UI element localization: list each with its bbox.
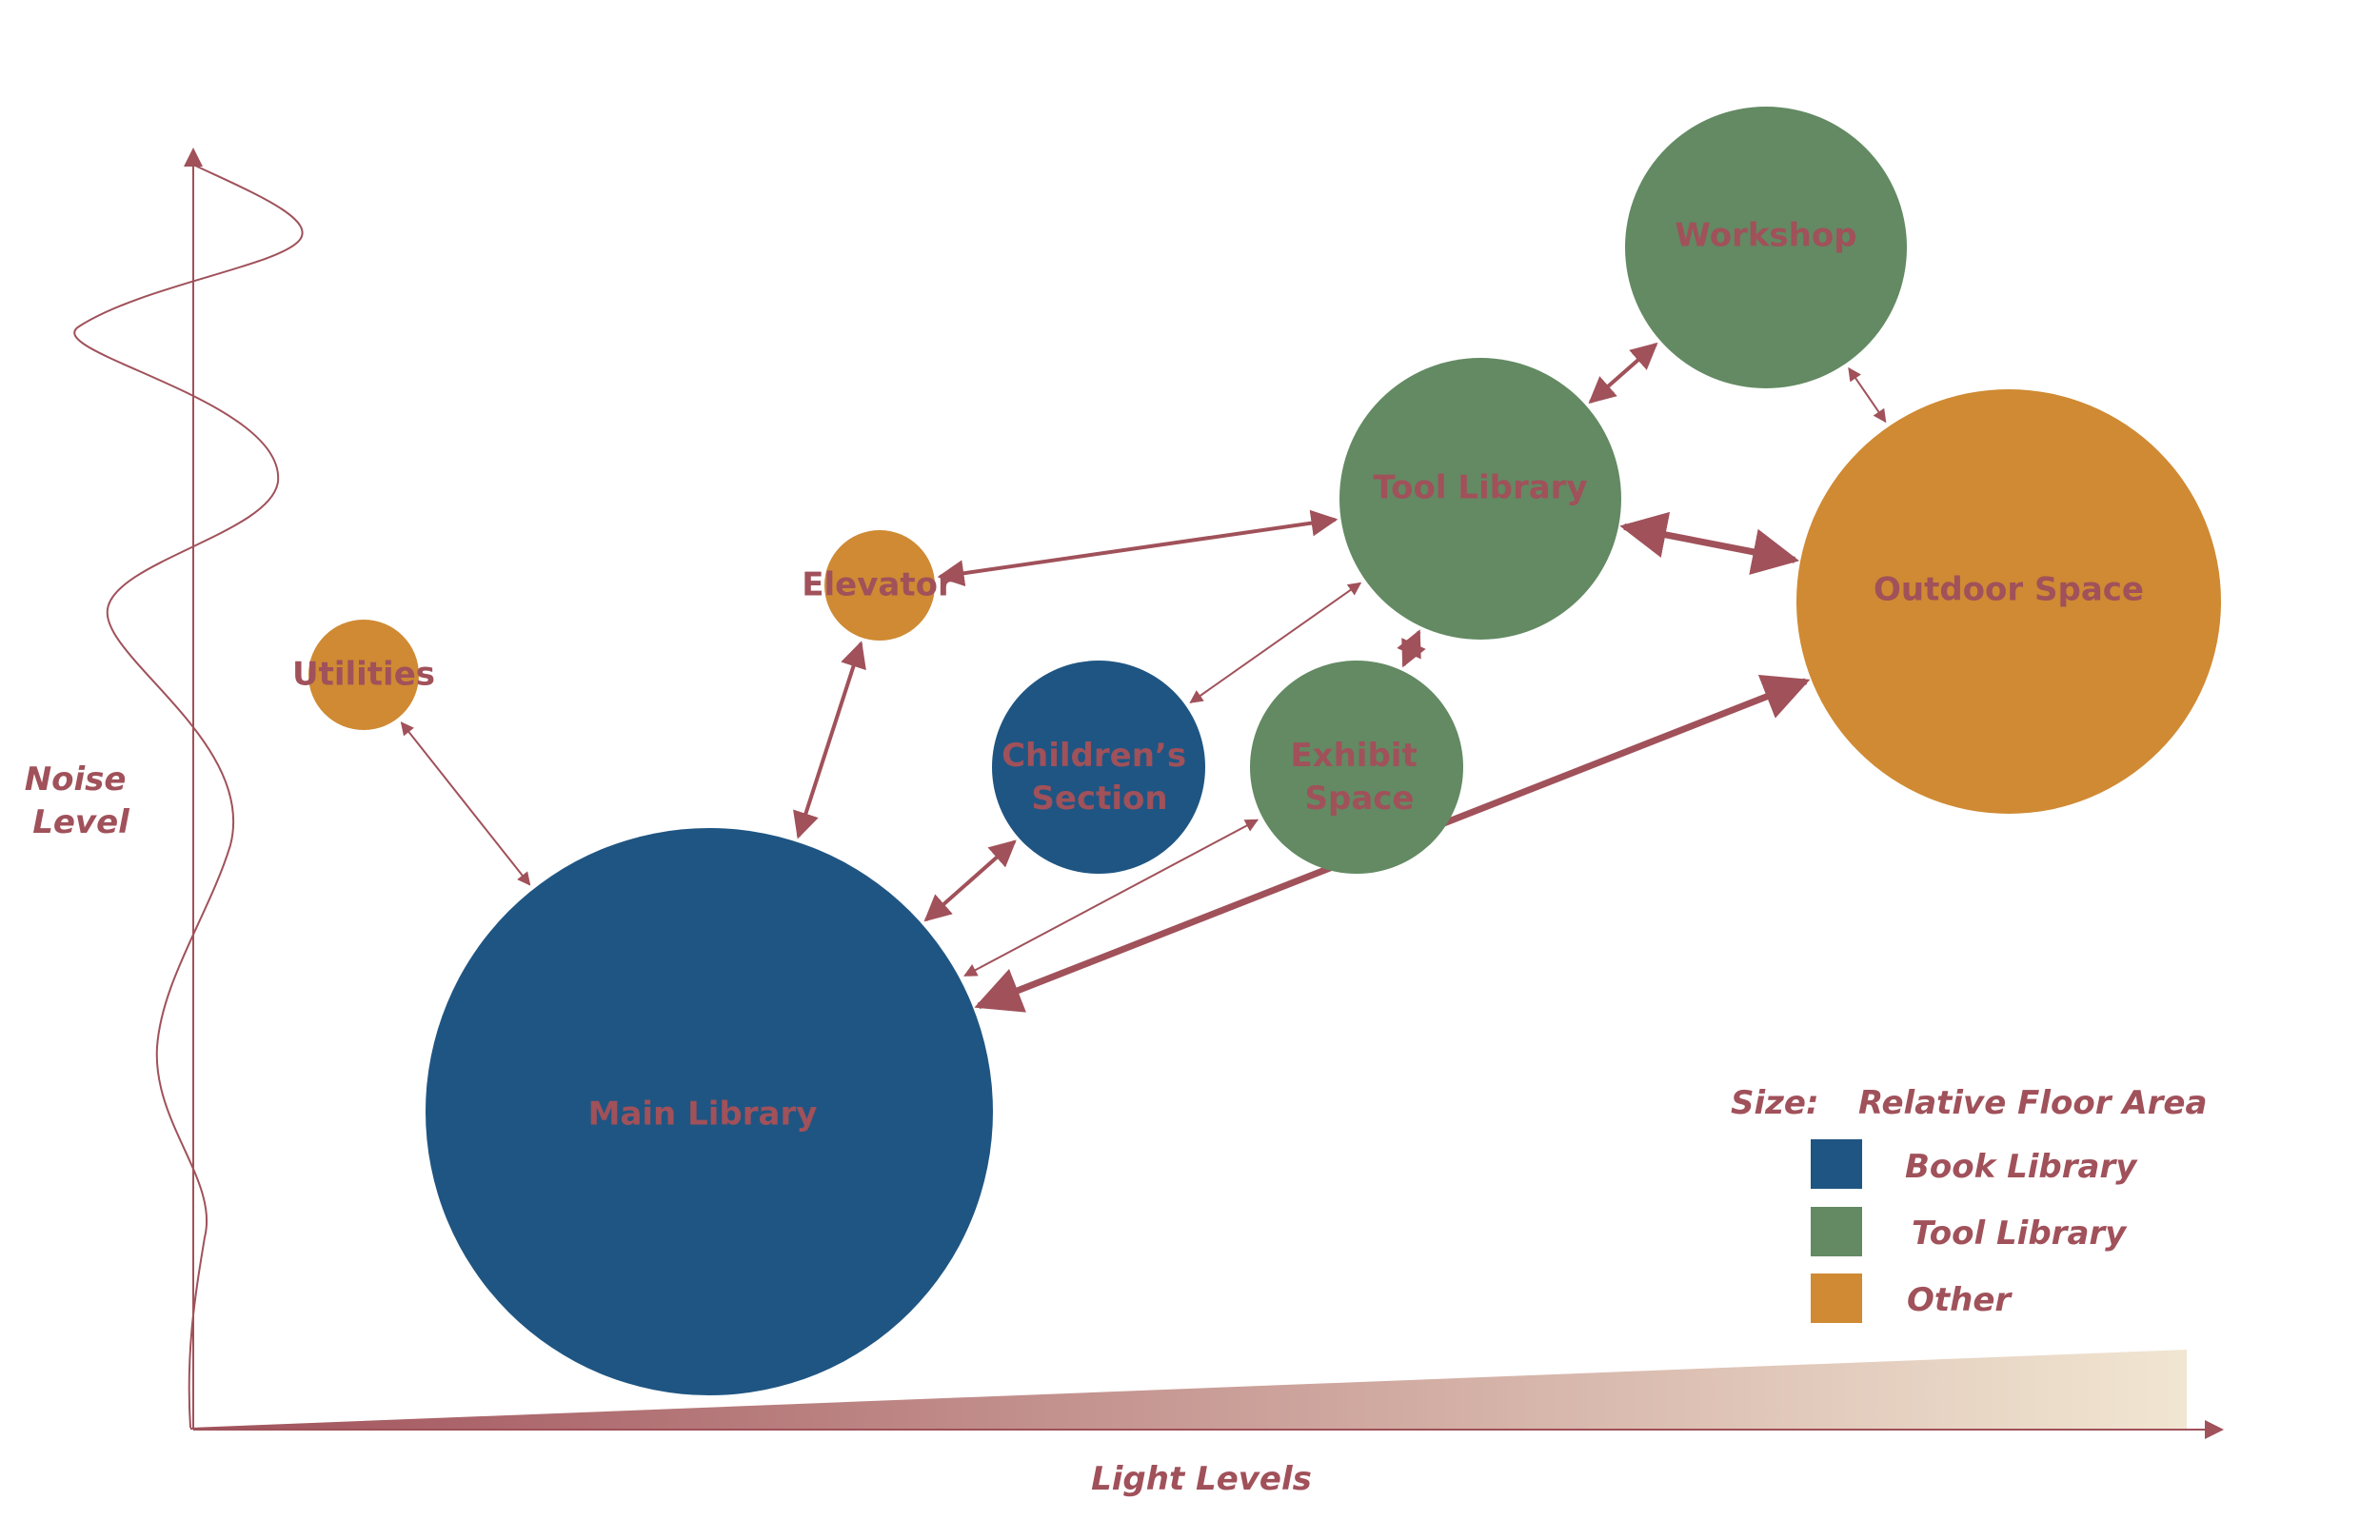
elevator-circle (824, 530, 935, 641)
y-axis-arrow-icon (184, 148, 203, 167)
connection-tool-library-to-outdoor-space (1619, 511, 1800, 575)
connection-elevator-to-main-library (793, 641, 866, 839)
exhibit-space-label: Exhibit Space (1290, 737, 1428, 818)
x-axis-label: Light Levels (1091, 1460, 1312, 1498)
outdoor-space-circle (1796, 389, 2221, 814)
connection-elevator-to-tool-library (937, 509, 1339, 587)
x-axis-arrow-icon (2205, 1420, 2224, 1439)
outdoor-space-label: Outdoor Space (1874, 571, 2144, 609)
connection-utilities-to-main-library (400, 721, 531, 886)
connections (400, 342, 1887, 1013)
legend-item-tool-library: Tool Library (1912, 1214, 2128, 1253)
childrens-section-circle (992, 661, 1205, 874)
utilities-label: Utilities (292, 656, 435, 694)
workshop-circle (1625, 107, 1907, 388)
node-exhibit-space[interactable]: Exhibit Space (1250, 661, 1463, 874)
main-library-label: Main Library (588, 1096, 818, 1134)
legend-item-other: Other (1907, 1281, 2013, 1319)
node-main-library[interactable]: Main Library (426, 828, 993, 1395)
legend-size-meaning: Relative Floor Area (1858, 1084, 2207, 1122)
light-level-ramp (190, 1350, 2187, 1430)
node-outdoor-space[interactable]: Outdoor Space (1796, 389, 2221, 814)
node-tool-library[interactable]: Tool Library (1339, 358, 1621, 640)
connection-workshop-to-outdoor-space (1848, 366, 1887, 424)
elevator-label: Elevator (802, 566, 954, 604)
noise-level-wave (73, 164, 304, 1429)
node-elevator[interactable]: Elevator (802, 530, 954, 641)
exhibit-space-circle (1250, 661, 1463, 874)
legend-size-label: Size: (1731, 1084, 1819, 1122)
connection-tool-library-to-workshop (1588, 342, 1658, 405)
tool-library-circle (1339, 358, 1621, 640)
node-childrens-section[interactable]: Children’s Section (992, 661, 1205, 874)
childrens-section-label: Children’s Section (1002, 737, 1198, 818)
tool-library-label: Tool Library (1373, 469, 1587, 507)
node-workshop[interactable]: Workshop (1625, 107, 1907, 388)
main-library-circle (426, 828, 993, 1395)
legend-swatch-other (1811, 1273, 1862, 1323)
utilities-circle (308, 620, 419, 730)
legend: Size: Relative Floor Area Book Library T… (1731, 1084, 2207, 1323)
connection-childrens-section-to-main-library (923, 839, 1017, 922)
workshop-label: Workshop (1675, 217, 1856, 255)
y-axis-label: Noise Level (25, 760, 138, 841)
legend-swatch-book-library (1811, 1139, 1862, 1189)
connection-exhibit-space-to-tool-library (1397, 629, 1426, 668)
legend-item-book-library: Book Library (1905, 1148, 2138, 1186)
legend-swatch-tool-library (1811, 1207, 1862, 1256)
node-utilities[interactable]: Utilities (292, 620, 435, 730)
